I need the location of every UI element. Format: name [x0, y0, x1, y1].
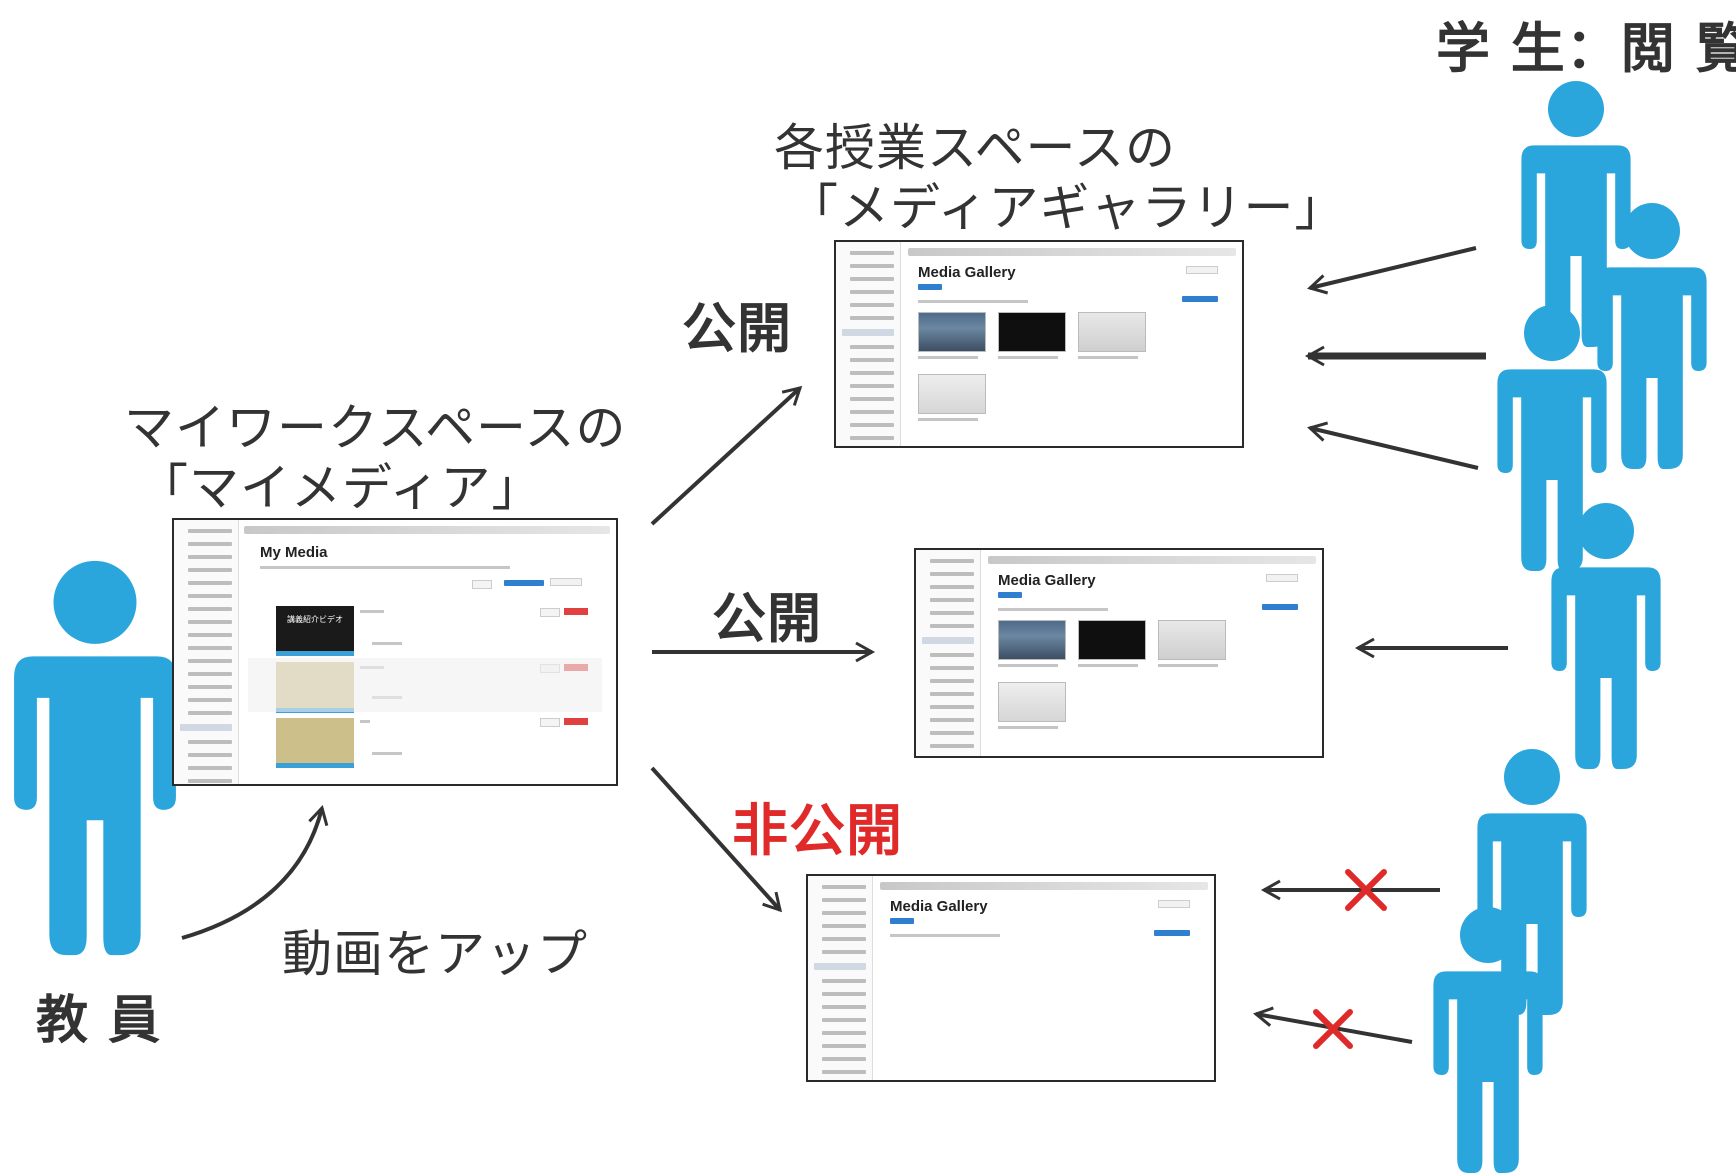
- arrow-view-3: [1307, 421, 1479, 470]
- video-thumbnail: [998, 620, 1066, 660]
- media-thumbnail: [276, 718, 354, 763]
- my-workspace-label-line2: 「マイメディア」: [138, 459, 543, 517]
- screenshot-topbar: [988, 556, 1316, 564]
- video-thumbnail: [918, 374, 986, 414]
- teacher-figure-icon: [14, 560, 176, 956]
- media-gallery-screenshot: Media Gallery: [834, 240, 1244, 448]
- video-thumbnail: [918, 312, 986, 352]
- media-gallery-title: Media Gallery: [890, 898, 988, 915]
- private-label: 非公開: [732, 799, 903, 864]
- video-thumbnail: [1078, 620, 1146, 660]
- my-media-screenshot: My Media 講義紹介ビデオ: [172, 518, 618, 786]
- video-thumbnail: [1158, 620, 1226, 660]
- media-gallery-title: Media Gallery: [998, 572, 1096, 589]
- media-thumbnail: 講義紹介ビデオ: [276, 606, 354, 651]
- screenshot-topbar: [908, 248, 1236, 256]
- media-gallery-title: Media Gallery: [918, 264, 1016, 281]
- upload-video-label: 動画をアップ: [282, 925, 588, 983]
- screenshot-topbar: [244, 526, 610, 534]
- arrow-public-1: [650, 385, 803, 526]
- public-label: 公開: [682, 297, 792, 360]
- media-gallery-screenshot: Media Gallery: [806, 874, 1216, 1082]
- arrow-view-1: [1307, 246, 1477, 295]
- my-workspace-label-line1: マイワークスペースの: [124, 399, 627, 457]
- course-gallery-label-line1: 各授業スペースの: [774, 119, 1176, 177]
- student-view-label: 学 生：閲 覧: [1436, 17, 1736, 80]
- screenshot-sidebar: [174, 520, 239, 784]
- screenshot-sidebar: [836, 242, 901, 446]
- media-gallery-screenshot: Media Gallery: [914, 548, 1324, 758]
- screenshot-sidebar: [808, 876, 873, 1080]
- teacher-label: 教 員: [36, 991, 162, 1051]
- video-thumbnail: [998, 682, 1066, 722]
- arrow-upload: [181, 805, 329, 940]
- cross-icon: [1313, 1009, 1353, 1049]
- student-figure-icon: [1521, 81, 1631, 347]
- arrow-private: [650, 766, 783, 913]
- screenshot-topbar: [880, 882, 1208, 890]
- public-label: 公開: [712, 587, 822, 650]
- my-media-title: My Media: [260, 544, 328, 561]
- course-gallery-label-line2: 「メディアギャラリー」: [788, 179, 1346, 237]
- student-figures-icon: [1433, 81, 1707, 1173]
- cross-icon: [1345, 869, 1387, 911]
- video-thumbnail: [998, 312, 1066, 352]
- video-thumbnail: [1078, 312, 1146, 352]
- screenshot-sidebar: [916, 550, 981, 756]
- student-figure-icon: [1597, 203, 1707, 469]
